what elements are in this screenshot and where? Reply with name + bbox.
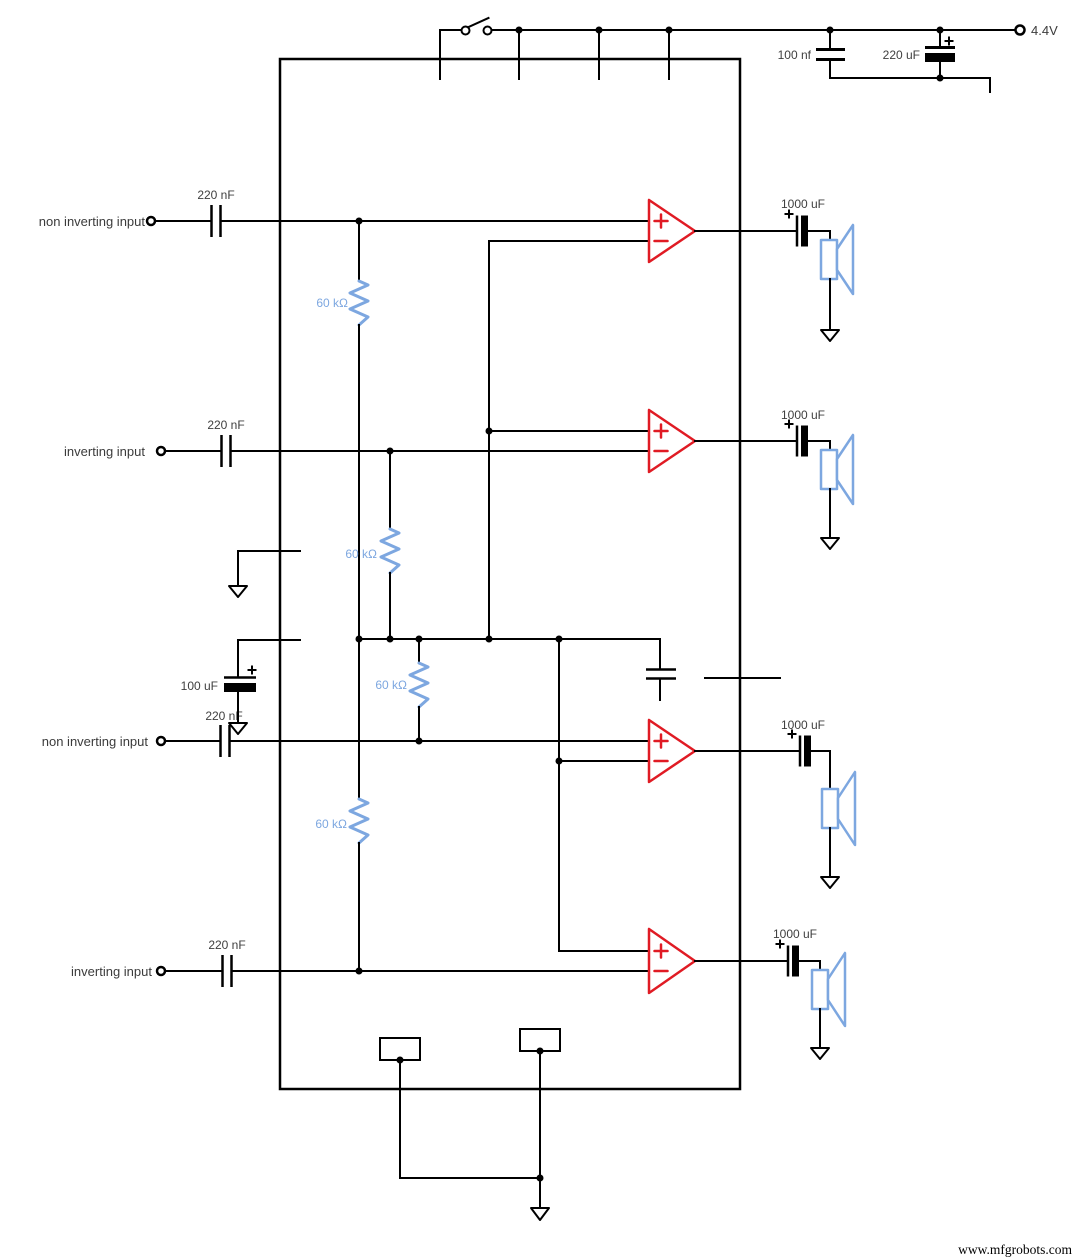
ground-icon — [820, 537, 840, 550]
resistor-1 — [348, 279, 370, 327]
bulk-cap-label: 220 uF — [883, 48, 920, 62]
ground-icon — [820, 876, 840, 889]
ground-icon — [530, 1207, 550, 1221]
plus-polarity-icon — [787, 729, 797, 739]
input-1-cap-label: 220 nF — [197, 188, 234, 202]
input-4-terminal — [155, 965, 167, 977]
input-3-terminal — [155, 735, 167, 747]
speaker-3-icon — [820, 770, 857, 847]
resistor-4-label: 60 kΩ — [315, 817, 347, 831]
resistor-2 — [379, 527, 401, 575]
input-3-cap-label: 220 nF — [205, 709, 242, 723]
input-3-non-inverting: non inverting input 220 nF — [42, 709, 650, 757]
plus-input-icon — [653, 943, 669, 959]
bus-capacitor — [646, 638, 676, 701]
speaker-1-icon — [819, 223, 855, 296]
output-3-capacitor: 1000 uF — [781, 718, 825, 767]
output-1-capacitor: 1000 uF — [781, 197, 825, 247]
bias-capacitor: 100 uF — [181, 665, 257, 693]
resistor-4 — [348, 797, 370, 845]
supply-voltage-label: 4.4V — [1031, 23, 1058, 38]
input-2-inverting: inverting input 220 nF — [64, 418, 650, 467]
bias-capacitor-branch: 100 uF — [181, 639, 301, 735]
ground-icon — [820, 329, 840, 342]
feedback-wires — [485, 240, 650, 952]
bypass-cap-label: 100 nf — [778, 48, 812, 62]
bias-cap-label: 100 uF — [181, 679, 218, 693]
bottom-pin-network — [379, 1028, 561, 1221]
speaker-2-icon — [819, 433, 855, 506]
ground-icon — [228, 722, 248, 735]
watermark: www.mfgrobots.com — [958, 1242, 1072, 1257]
input-1-non-inverting: non inverting input 220 nF — [39, 188, 650, 237]
power-rail: 100 nf 220 uF 4.4V — [439, 16, 1058, 93]
bulk-capacitor: 220 uF — [883, 29, 955, 79]
resistor-3 — [408, 661, 430, 709]
output-3-cap-label: 1000 uF — [781, 718, 825, 732]
ground-icon — [228, 585, 248, 598]
ic-outline — [278, 57, 742, 1091]
output-1: 1000 uF — [694, 197, 855, 342]
output-3: 1000 uF — [694, 718, 857, 889]
opamp-3 — [647, 718, 697, 784]
plus-input-icon — [653, 213, 669, 229]
bypass-capacitor: 100 nf — [778, 29, 845, 79]
input-1-capacitor: 220 nF — [197, 188, 235, 237]
ground-branch — [228, 550, 301, 598]
input-2-cap-label: 220 nF — [207, 418, 244, 432]
opamp-2 — [647, 408, 697, 474]
output-4-capacitor: 1000 uF — [773, 927, 817, 977]
speaker-4-icon — [810, 951, 847, 1028]
output-2: 1000 uF — [694, 408, 855, 550]
opamp-4 — [647, 927, 697, 995]
plus-input-icon — [653, 423, 669, 439]
plus-polarity-icon — [784, 419, 794, 429]
input-3-capacitor: 220 nF — [205, 709, 243, 757]
opamp-1 — [647, 198, 697, 264]
output-1-cap-label: 1000 uF — [781, 197, 825, 211]
input-1-terminal — [145, 215, 157, 227]
power-switch-icon — [460, 16, 493, 36]
output-4: 1000 uF — [694, 927, 847, 1060]
input-4-capacitor: 220 nF — [208, 938, 246, 987]
input-4-label: inverting input — [71, 964, 152, 979]
output-2-capacitor: 1000 uF — [781, 408, 825, 457]
input-2-capacitor: 220 nF — [207, 418, 245, 467]
plus-polarity-icon — [944, 36, 954, 46]
output-4-cap-label: 1000 uF — [773, 927, 817, 941]
resistor-2-label: 60 kΩ — [345, 547, 377, 561]
resistor-1-label: 60 kΩ — [316, 296, 348, 310]
plus-input-icon — [653, 733, 669, 749]
input-2-terminal — [155, 445, 167, 457]
input-3-label: non inverting input — [42, 734, 149, 749]
ground-icon — [810, 1047, 830, 1060]
bias-network: 60 kΩ 60 kΩ 60 kΩ 60 kΩ — [315, 220, 781, 972]
plus-polarity-icon — [784, 209, 794, 219]
input-2-label: inverting input — [64, 444, 145, 459]
plus-polarity-icon — [247, 665, 257, 675]
resistor-3-label: 60 kΩ — [375, 678, 407, 692]
input-4-cap-label: 220 nF — [208, 938, 245, 952]
plus-polarity-icon — [775, 939, 785, 949]
supply-terminal — [1014, 24, 1026, 36]
input-4-inverting: inverting input 220 nF — [71, 938, 650, 987]
input-1-label: non inverting input — [39, 214, 146, 229]
output-2-cap-label: 1000 uF — [781, 408, 825, 422]
